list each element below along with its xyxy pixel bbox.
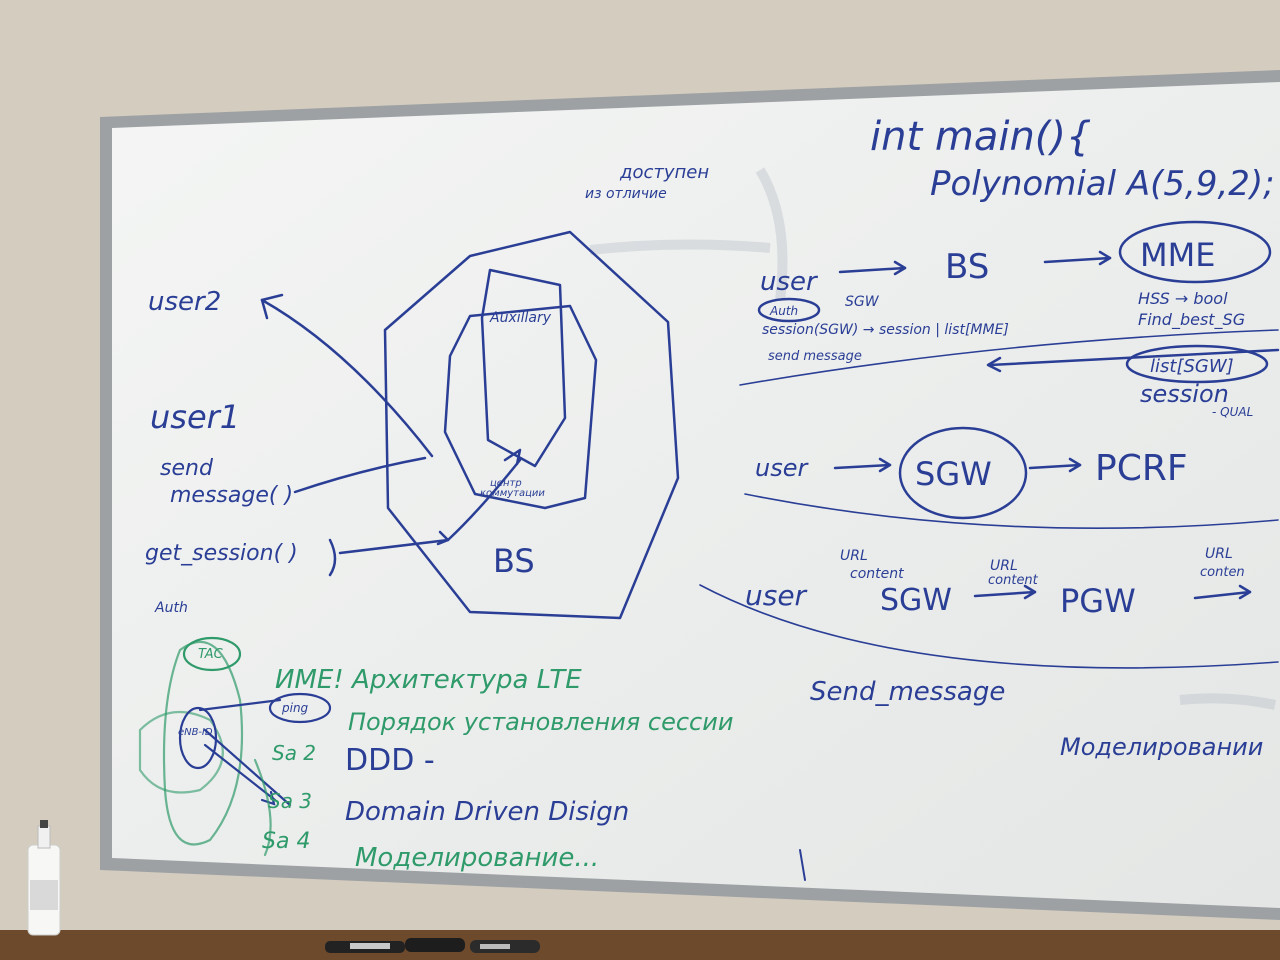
- auth-ellipse: [757, 297, 821, 323]
- tac-ellipse: [182, 636, 242, 672]
- flow3-url1: URL: [840, 548, 868, 564]
- auxiliary-label: Auxillary: [489, 310, 552, 326]
- top-note-line2: из отличие: [585, 186, 667, 202]
- flow3-url3: URL: [1205, 546, 1233, 562]
- flow3-sgw: SGW: [880, 583, 952, 618]
- bs-outer-octagon: [383, 230, 680, 620]
- flow2-user: user: [755, 454, 809, 482]
- center-label-line2: коммутации: [480, 488, 545, 499]
- green-list-line5: Моделирование...: [355, 843, 599, 873]
- flow1-hss: HSS → bool: [1138, 289, 1228, 308]
- tray-shelf: [0, 930, 1280, 960]
- green-list-line1: ИМЕ! Архитектура LTE: [275, 665, 582, 695]
- code-line2: Polynomial A(5,9,2);: [930, 164, 1275, 204]
- top-note-line1: доступен: [619, 162, 709, 183]
- flow1-qual: - QUAL: [1212, 405, 1253, 419]
- send-message-line2: message( ): [170, 483, 293, 508]
- enb-label: eNB-ID: [178, 727, 213, 738]
- sa3-label: Sa 3: [268, 789, 312, 813]
- auth-label-left: Auth: [154, 600, 188, 616]
- green-drawings: [138, 636, 332, 857]
- mme-ellipse: [1118, 220, 1272, 284]
- flow1-mme: MME: [1140, 236, 1215, 274]
- get-session-arrow: [338, 538, 450, 555]
- flow3-content3: conten: [1200, 565, 1245, 580]
- enb-ellipse: [178, 706, 218, 770]
- send-message-bottom: Send_message: [810, 677, 1005, 707]
- flow3-pgw: PGW: [1060, 582, 1136, 620]
- bs-label-left: BS: [493, 542, 535, 580]
- green-list-line3: DDD -: [345, 743, 435, 778]
- ping-label: ping: [281, 701, 309, 715]
- send-message-arrow: [293, 456, 427, 494]
- modeling-right: Моделировании: [1060, 733, 1263, 761]
- flow2-sgw: SGW: [915, 455, 992, 493]
- flow1-session-line: session(SGW) → session | list[MME]: [762, 322, 1009, 338]
- green-list-line4: Domain Driven Disign: [345, 797, 629, 827]
- get-session-label: get_session( ): [145, 541, 298, 566]
- flow1-user: user: [760, 267, 819, 297]
- markers: [325, 938, 540, 953]
- flow1-find-best: Find_best_SG: [1138, 310, 1245, 330]
- sa4-label: Sa 4: [262, 829, 310, 854]
- flow3-content1: content: [850, 566, 904, 582]
- sa2-label: Sa 2: [272, 741, 316, 765]
- center-label-line1: центр: [490, 478, 522, 489]
- erased-smudges: [589, 167, 1277, 710]
- ping-ellipse: [268, 692, 332, 724]
- flow3-url2: URL: [990, 558, 1018, 574]
- flow3-user: user: [745, 579, 808, 612]
- tac-label: TAC: [198, 647, 224, 662]
- flow1-sgw: SGW: [845, 294, 880, 310]
- blue-drawings: [260, 220, 1280, 881]
- inner-octagon: [443, 304, 598, 510]
- user2-label: user2: [148, 287, 221, 317]
- flow1-bs: BS: [945, 247, 989, 287]
- flow1-auth: Auth: [769, 304, 798, 318]
- send-message-line1: send: [160, 456, 214, 481]
- code-line1: int main(){: [870, 114, 1091, 160]
- flow1-send-message: send message: [768, 349, 862, 364]
- list-sgw-ellipse: [1125, 344, 1269, 384]
- user2-arrow: [260, 298, 434, 458]
- flow2-pcrf: PCRF: [1095, 448, 1188, 489]
- board-surface: [112, 82, 1280, 908]
- sgw-ellipse: [898, 426, 1028, 520]
- green-list-line2: Порядок установления сессии: [348, 708, 733, 736]
- user1-label: user1: [150, 398, 240, 436]
- flow3-content2: content: [988, 573, 1039, 588]
- flow1-session: session: [1140, 380, 1229, 408]
- cleaner-bottle: [27, 820, 61, 936]
- flow1-list-sgw: list[SGW]: [1150, 356, 1234, 377]
- auxiliary-box: [480, 268, 567, 468]
